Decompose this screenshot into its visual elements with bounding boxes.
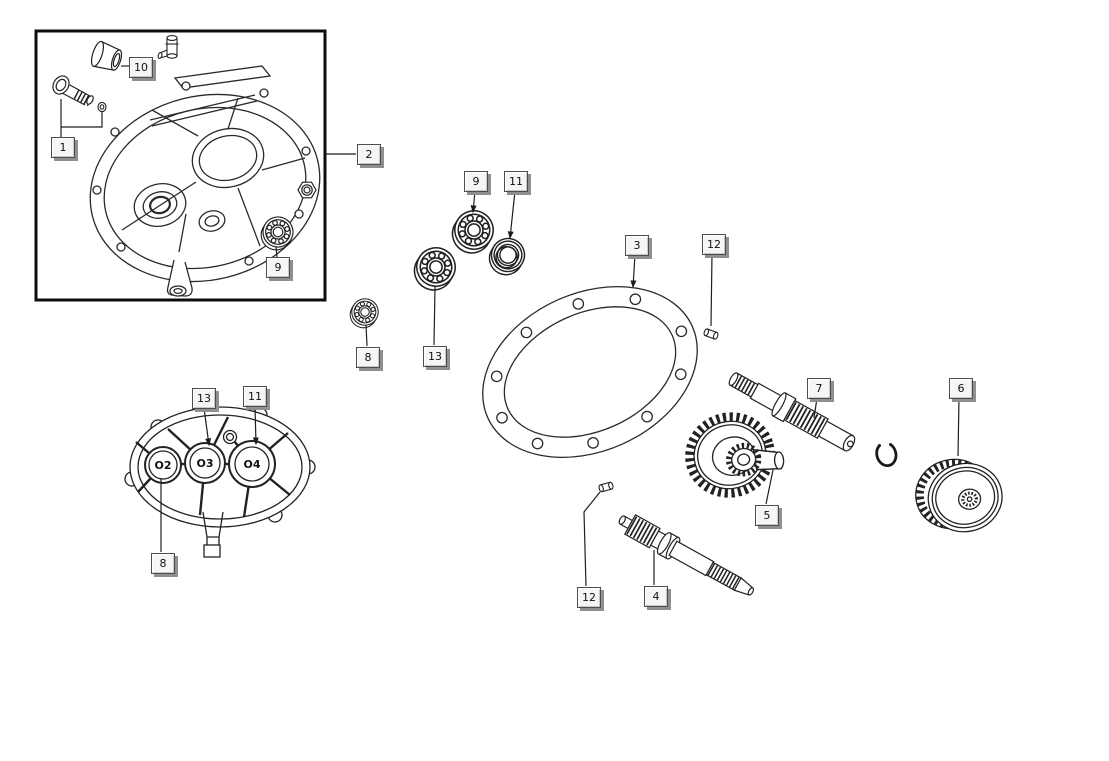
leader-11 xyxy=(507,190,516,240)
bore-label-O3: O3 xyxy=(196,457,213,470)
leader-8 xyxy=(365,324,368,347)
callout-10-bushing[interactable]: 10 xyxy=(129,57,153,78)
gasket-drawing xyxy=(482,286,698,458)
callout-8-bore[interactable]: 8 xyxy=(151,553,175,574)
callout-11-bore[interactable]: 11 xyxy=(243,386,267,407)
driven-gear-drawing xyxy=(915,458,1003,533)
bushing-icon xyxy=(90,40,123,71)
callout-9-bearing[interactable]: 9 xyxy=(464,171,488,192)
callout-2-cover-assembly[interactable]: 2 xyxy=(357,144,381,165)
callout-3-gasket[interactable]: 3 xyxy=(625,235,649,256)
leader-6 xyxy=(957,397,960,457)
callout-6-driven-gear[interactable]: 6 xyxy=(949,378,973,399)
leader-9 xyxy=(470,190,477,214)
leader-12-upper xyxy=(710,253,713,327)
callout-13-bore[interactable]: 13 xyxy=(192,388,216,409)
dowel-pin-lower-icon xyxy=(597,481,615,493)
callout-13-bearing[interactable]: 13 xyxy=(423,346,447,367)
breather-fitting-icon xyxy=(157,35,179,59)
callout-4-input-shaft[interactable]: 4 xyxy=(644,586,668,607)
gear-cluster-drawing xyxy=(685,412,785,498)
callout-12-pin-upper[interactable]: 12 xyxy=(702,234,726,255)
washer-icon xyxy=(97,101,107,113)
callout-1-bolt[interactable]: 1 xyxy=(51,137,75,158)
leader-13 xyxy=(433,286,436,346)
hex-nut-icon xyxy=(297,181,317,199)
bearing-8 xyxy=(345,294,383,332)
callout-7-output-shaft[interactable]: 7 xyxy=(807,378,831,399)
output-shaft-drawing xyxy=(728,372,856,452)
oil-seal-11 xyxy=(483,233,531,280)
input-shaft-drawing xyxy=(618,514,755,596)
leader-5 xyxy=(765,469,774,505)
callout-12-pin-lower[interactable]: 12 xyxy=(577,587,601,608)
callout-11-seal[interactable]: 11 xyxy=(504,171,528,192)
leader-9-cover xyxy=(275,246,278,258)
callout-8-bearing[interactable]: 8 xyxy=(356,347,380,368)
leader-3 xyxy=(630,254,637,289)
bore-label-O2: O2 xyxy=(154,459,171,472)
leader-13-bore xyxy=(203,407,212,447)
dowel-pin-upper-icon xyxy=(702,327,720,341)
leader-1 xyxy=(60,99,103,137)
leader-12-lower xyxy=(583,491,601,587)
leader-11-bore xyxy=(252,405,259,446)
snap-ring-icon xyxy=(875,443,898,468)
cover-interior-drawing: O2 O3 O4 xyxy=(124,406,316,558)
callout-5-gear-cluster[interactable]: 5 xyxy=(755,505,779,526)
leader-lines xyxy=(60,65,960,587)
bolt-icon xyxy=(52,75,94,107)
bore-label-O4: O4 xyxy=(243,458,260,471)
leader-7 xyxy=(813,397,818,419)
callout-9-cover-bearing[interactable]: 9 xyxy=(266,257,290,278)
